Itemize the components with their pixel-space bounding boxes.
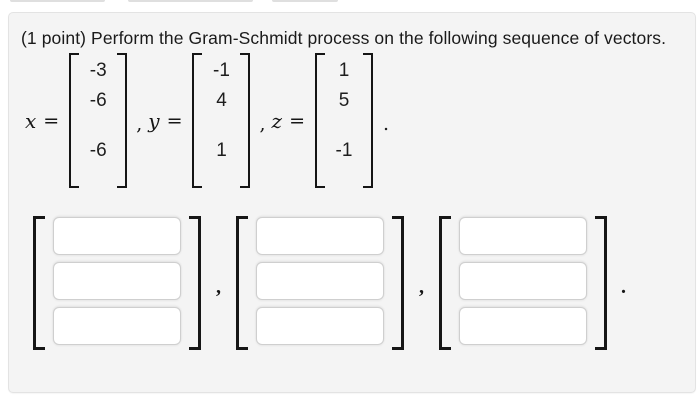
separator-comma: ,	[216, 275, 221, 298]
problem-text: (1 point) Perform the Gram-Schmidt proce…	[21, 28, 667, 48]
separator-comma: ,	[419, 275, 424, 298]
answer-input[interactable]	[256, 217, 384, 255]
answer-row: , , .	[33, 216, 679, 350]
matrix-column: -1 4 1	[202, 53, 240, 188]
vector-matrix-x: -3 -6 -6	[69, 53, 128, 188]
matrix-entry: -6	[89, 90, 107, 111]
equals-sign: =	[43, 109, 60, 132]
answer-vector-group-1	[33, 216, 201, 350]
answer-input[interactable]	[53, 307, 181, 345]
left-bracket	[236, 216, 248, 350]
answer-column	[53, 216, 181, 350]
answer-input[interactable]	[256, 262, 384, 300]
answer-column	[256, 216, 384, 350]
answer-vector-group-3	[439, 216, 607, 350]
answer-input[interactable]	[53, 262, 181, 300]
matrix-entry: -1	[213, 60, 230, 81]
cropped-ui-edge	[128, 0, 253, 2]
left-bracket	[192, 53, 203, 188]
matrix-entry: -3	[89, 60, 107, 81]
vector-matrix-z: 1 5 -1	[315, 53, 373, 188]
vector-matrix-y: -1 4 1	[192, 53, 251, 188]
matrix-entry: -6	[89, 140, 107, 161]
math-variable-y: y	[148, 108, 160, 133]
matrix-entry: 1	[216, 140, 227, 161]
math-variable-z: z	[271, 108, 283, 133]
answer-vector-group-2	[236, 216, 404, 350]
right-bracket	[189, 216, 201, 350]
matrix-entry: -1	[335, 140, 353, 161]
matrix-entry: 4	[216, 90, 227, 111]
right-bracket	[595, 216, 607, 350]
matrix-entry: 5	[338, 90, 350, 111]
answer-input[interactable]	[459, 307, 587, 345]
separator-comma: ,	[136, 112, 143, 135]
right-bracket	[117, 53, 128, 188]
left-bracket	[69, 53, 80, 188]
problem-card: (1 point) Perform the Gram-Schmidt proce…	[8, 12, 696, 393]
separator-period: .	[383, 112, 390, 135]
separator-comma: ,	[259, 112, 266, 135]
problem-card-content: (1 point) Perform the Gram-Schmidt proce…	[9, 13, 695, 350]
matrix-column: 1 5 -1	[325, 53, 363, 188]
left-bracket	[315, 53, 325, 188]
equals-sign: =	[289, 109, 305, 132]
right-bracket	[240, 53, 251, 188]
equals-sign: =	[166, 109, 183, 132]
separator-period: .	[621, 275, 626, 298]
answer-input[interactable]	[459, 217, 587, 255]
given-vectors-expression: x = -3 -6 -6 , y = -1 4 1	[25, 53, 679, 188]
matrix-entry: 1	[338, 60, 350, 81]
left-bracket	[33, 216, 45, 350]
answer-input[interactable]	[256, 307, 384, 345]
cropped-ui-edge	[10, 0, 105, 2]
math-variable-x: x	[25, 108, 37, 133]
matrix-column: -3 -6 -6	[79, 53, 117, 188]
answer-input[interactable]	[459, 262, 587, 300]
right-bracket	[363, 53, 373, 188]
cropped-ui-edge	[272, 0, 338, 2]
right-bracket	[392, 216, 404, 350]
answer-column	[459, 216, 587, 350]
answer-input[interactable]	[53, 217, 181, 255]
left-bracket	[439, 216, 451, 350]
